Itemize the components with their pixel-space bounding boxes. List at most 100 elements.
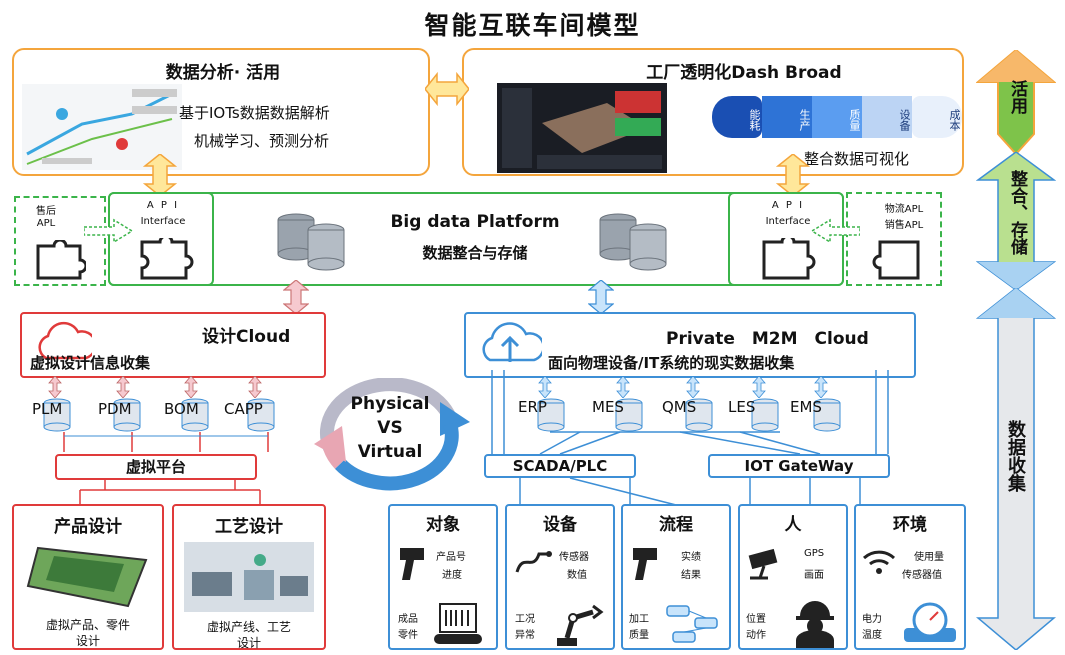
barcode-scanner-icon bbox=[400, 548, 424, 580]
api-left-line2: Interface bbox=[140, 216, 186, 227]
database-icon-left bbox=[277, 213, 345, 271]
design-cloud-sub: 虚拟设计信息收集 bbox=[30, 354, 151, 372]
cycle-line2: VS bbox=[377, 418, 403, 438]
category-heading: 人 bbox=[784, 515, 802, 535]
category-a2: 传感器值 bbox=[902, 570, 942, 581]
it-system-label: QMS bbox=[662, 398, 697, 416]
tag-cost: 成本 bbox=[912, 96, 962, 138]
database-icon bbox=[751, 398, 779, 432]
process-design-caption1: 虚拟产线、工艺 bbox=[206, 620, 291, 634]
arrow-analysis-api-left bbox=[143, 154, 177, 196]
product-design-caption1: 虚拟产品、零件 bbox=[45, 618, 130, 632]
bigdata-band bbox=[108, 192, 844, 286]
sensor-curve-icon bbox=[515, 551, 552, 573]
cloud-data-connectors bbox=[491, 370, 889, 507]
arrow-apl-left-to-api bbox=[84, 218, 134, 244]
design-system-label: BOM bbox=[164, 400, 199, 418]
category-equipment-panel: 设备 传感器 数值 工况 异常 bbox=[505, 504, 615, 650]
tag-quality: 质量 bbox=[812, 96, 862, 138]
api-left-line1: A P I bbox=[146, 200, 180, 211]
it-system-label: ERP bbox=[518, 398, 547, 416]
side-label-top: 活用 bbox=[1007, 80, 1027, 114]
arrow-up-down-icon bbox=[48, 376, 62, 398]
category-a1: 传感器 bbox=[559, 552, 589, 563]
cycle-line3: Virtual bbox=[357, 442, 423, 462]
design-systems-row: PLM PDM BOM CAPP bbox=[28, 376, 288, 436]
it-system-qms: QMS bbox=[656, 376, 726, 434]
it-system-mes: MES bbox=[586, 376, 656, 434]
api-right-box: A P I Interface bbox=[728, 192, 844, 286]
category-a2: 数值 bbox=[567, 570, 587, 581]
iot-gateway-box: IOT GateWay bbox=[708, 454, 890, 478]
apl-right-line1: 物流APL bbox=[884, 204, 924, 215]
category-b2: 质量 bbox=[629, 630, 649, 641]
tag-quality-label: 质量 bbox=[848, 109, 861, 131]
arrow-bigdata-design-cloud bbox=[283, 280, 309, 314]
it-systems-row: ERP MES QMS LES EMS bbox=[508, 376, 848, 436]
surveillance-camera-icon bbox=[748, 548, 778, 580]
category-object-panel: 对象 产品号 进度 成品 零件 bbox=[388, 504, 498, 650]
arrow-bigdata-private-cloud bbox=[588, 280, 614, 314]
analysis-map-image bbox=[22, 84, 182, 170]
dashboard-screenshot bbox=[497, 83, 667, 173]
barcode-conveyor-icon bbox=[434, 603, 482, 644]
design-system-pdm: PDM bbox=[94, 376, 154, 434]
database-icon bbox=[615, 398, 643, 432]
design-system-plm: PLM bbox=[28, 376, 88, 434]
tag-equipment: 设备 bbox=[862, 96, 912, 138]
api-right-line2: Interface bbox=[765, 216, 811, 227]
tag-equipment-label: 设备 bbox=[898, 109, 911, 131]
side-arrow-mid bbox=[976, 152, 1056, 290]
cloud-upload-icon bbox=[482, 322, 542, 362]
barcode-scanner-icon bbox=[633, 548, 657, 580]
flowchart-icon bbox=[666, 605, 718, 643]
factory-tags: 能耗 生产 质量 设备 成本 bbox=[712, 96, 962, 138]
puzzle-piece-icon bbox=[140, 238, 194, 280]
category-b2: 异常 bbox=[515, 630, 535, 641]
private-cloud-box: Private M2M Cloud 面向物理设备/IT系统的现实数据收集 bbox=[464, 312, 916, 378]
arrow-dashboard-api-right bbox=[776, 154, 810, 196]
virtual-platform-connectors bbox=[63, 432, 269, 452]
category-b2: 温度 bbox=[862, 630, 882, 641]
pressure-gauge-icon bbox=[904, 602, 956, 642]
design-cloud-heading: 设计Cloud bbox=[202, 327, 291, 347]
category-b2: 动作 bbox=[746, 630, 766, 641]
category-a2: 进度 bbox=[442, 570, 462, 581]
apl-left-box: 售后 APL bbox=[14, 196, 106, 286]
category-process-panel: 流程 实绩 结果 加工 质量 bbox=[621, 504, 731, 650]
analysis-line1: 基于IOTs数据数据解析 bbox=[179, 104, 330, 122]
database-icon bbox=[247, 398, 275, 432]
top-bidirectional-arrow bbox=[425, 72, 469, 106]
database-icon bbox=[813, 398, 841, 432]
apl-left-line1: 售后 bbox=[36, 206, 56, 217]
cycle-line1: Physical bbox=[350, 394, 430, 414]
database-icon bbox=[113, 398, 141, 432]
factory-heading: 工厂透明化Dash Broad bbox=[646, 63, 842, 83]
physical-virtual-cycle bbox=[314, 378, 470, 491]
category-b1: 工况 bbox=[515, 614, 535, 625]
category-b2: 零件 bbox=[398, 630, 418, 641]
virtual-platform-box: 虚拟平台 bbox=[55, 454, 257, 480]
database-icon-right bbox=[599, 213, 667, 271]
design-system-bom: BOM bbox=[162, 376, 222, 434]
side-arrow-top bbox=[976, 50, 1056, 154]
category-a1: 使用量 bbox=[914, 552, 944, 563]
cloud-icon bbox=[38, 321, 92, 360]
side-label-bottom: 数据收集 bbox=[1005, 420, 1026, 492]
it-system-erp: ERP bbox=[508, 376, 578, 434]
product-design-caption2: 设计 bbox=[75, 634, 100, 648]
product-design-panel: 产品设计 虚拟产品、零件 设计 bbox=[12, 504, 164, 650]
process-design-panel: 工艺设计 虚拟产线、工艺 设计 bbox=[172, 504, 326, 650]
category-environment-panel: 环境 使用量 传感器值 电力 温度 bbox=[854, 504, 966, 650]
private-cloud-heading: Private M2M Cloud bbox=[666, 329, 869, 349]
puzzle-piece-icon bbox=[872, 240, 920, 280]
tag-cost-label: 成本 bbox=[948, 109, 961, 131]
design-system-label: PDM bbox=[98, 400, 132, 418]
design-system-label: PLM bbox=[32, 400, 63, 418]
design-system-label: CAPP bbox=[224, 400, 263, 418]
arrow-up-down-icon bbox=[814, 376, 828, 398]
product-design-heading: 产品设计 bbox=[54, 517, 122, 537]
factory-dashboard-panel: 工厂透明化Dash Broad 能耗 生产 质量 设备 成本 整合数据可视化 bbox=[462, 48, 964, 176]
puzzle-piece-icon bbox=[36, 240, 86, 280]
category-b1: 加工 bbox=[629, 614, 649, 625]
